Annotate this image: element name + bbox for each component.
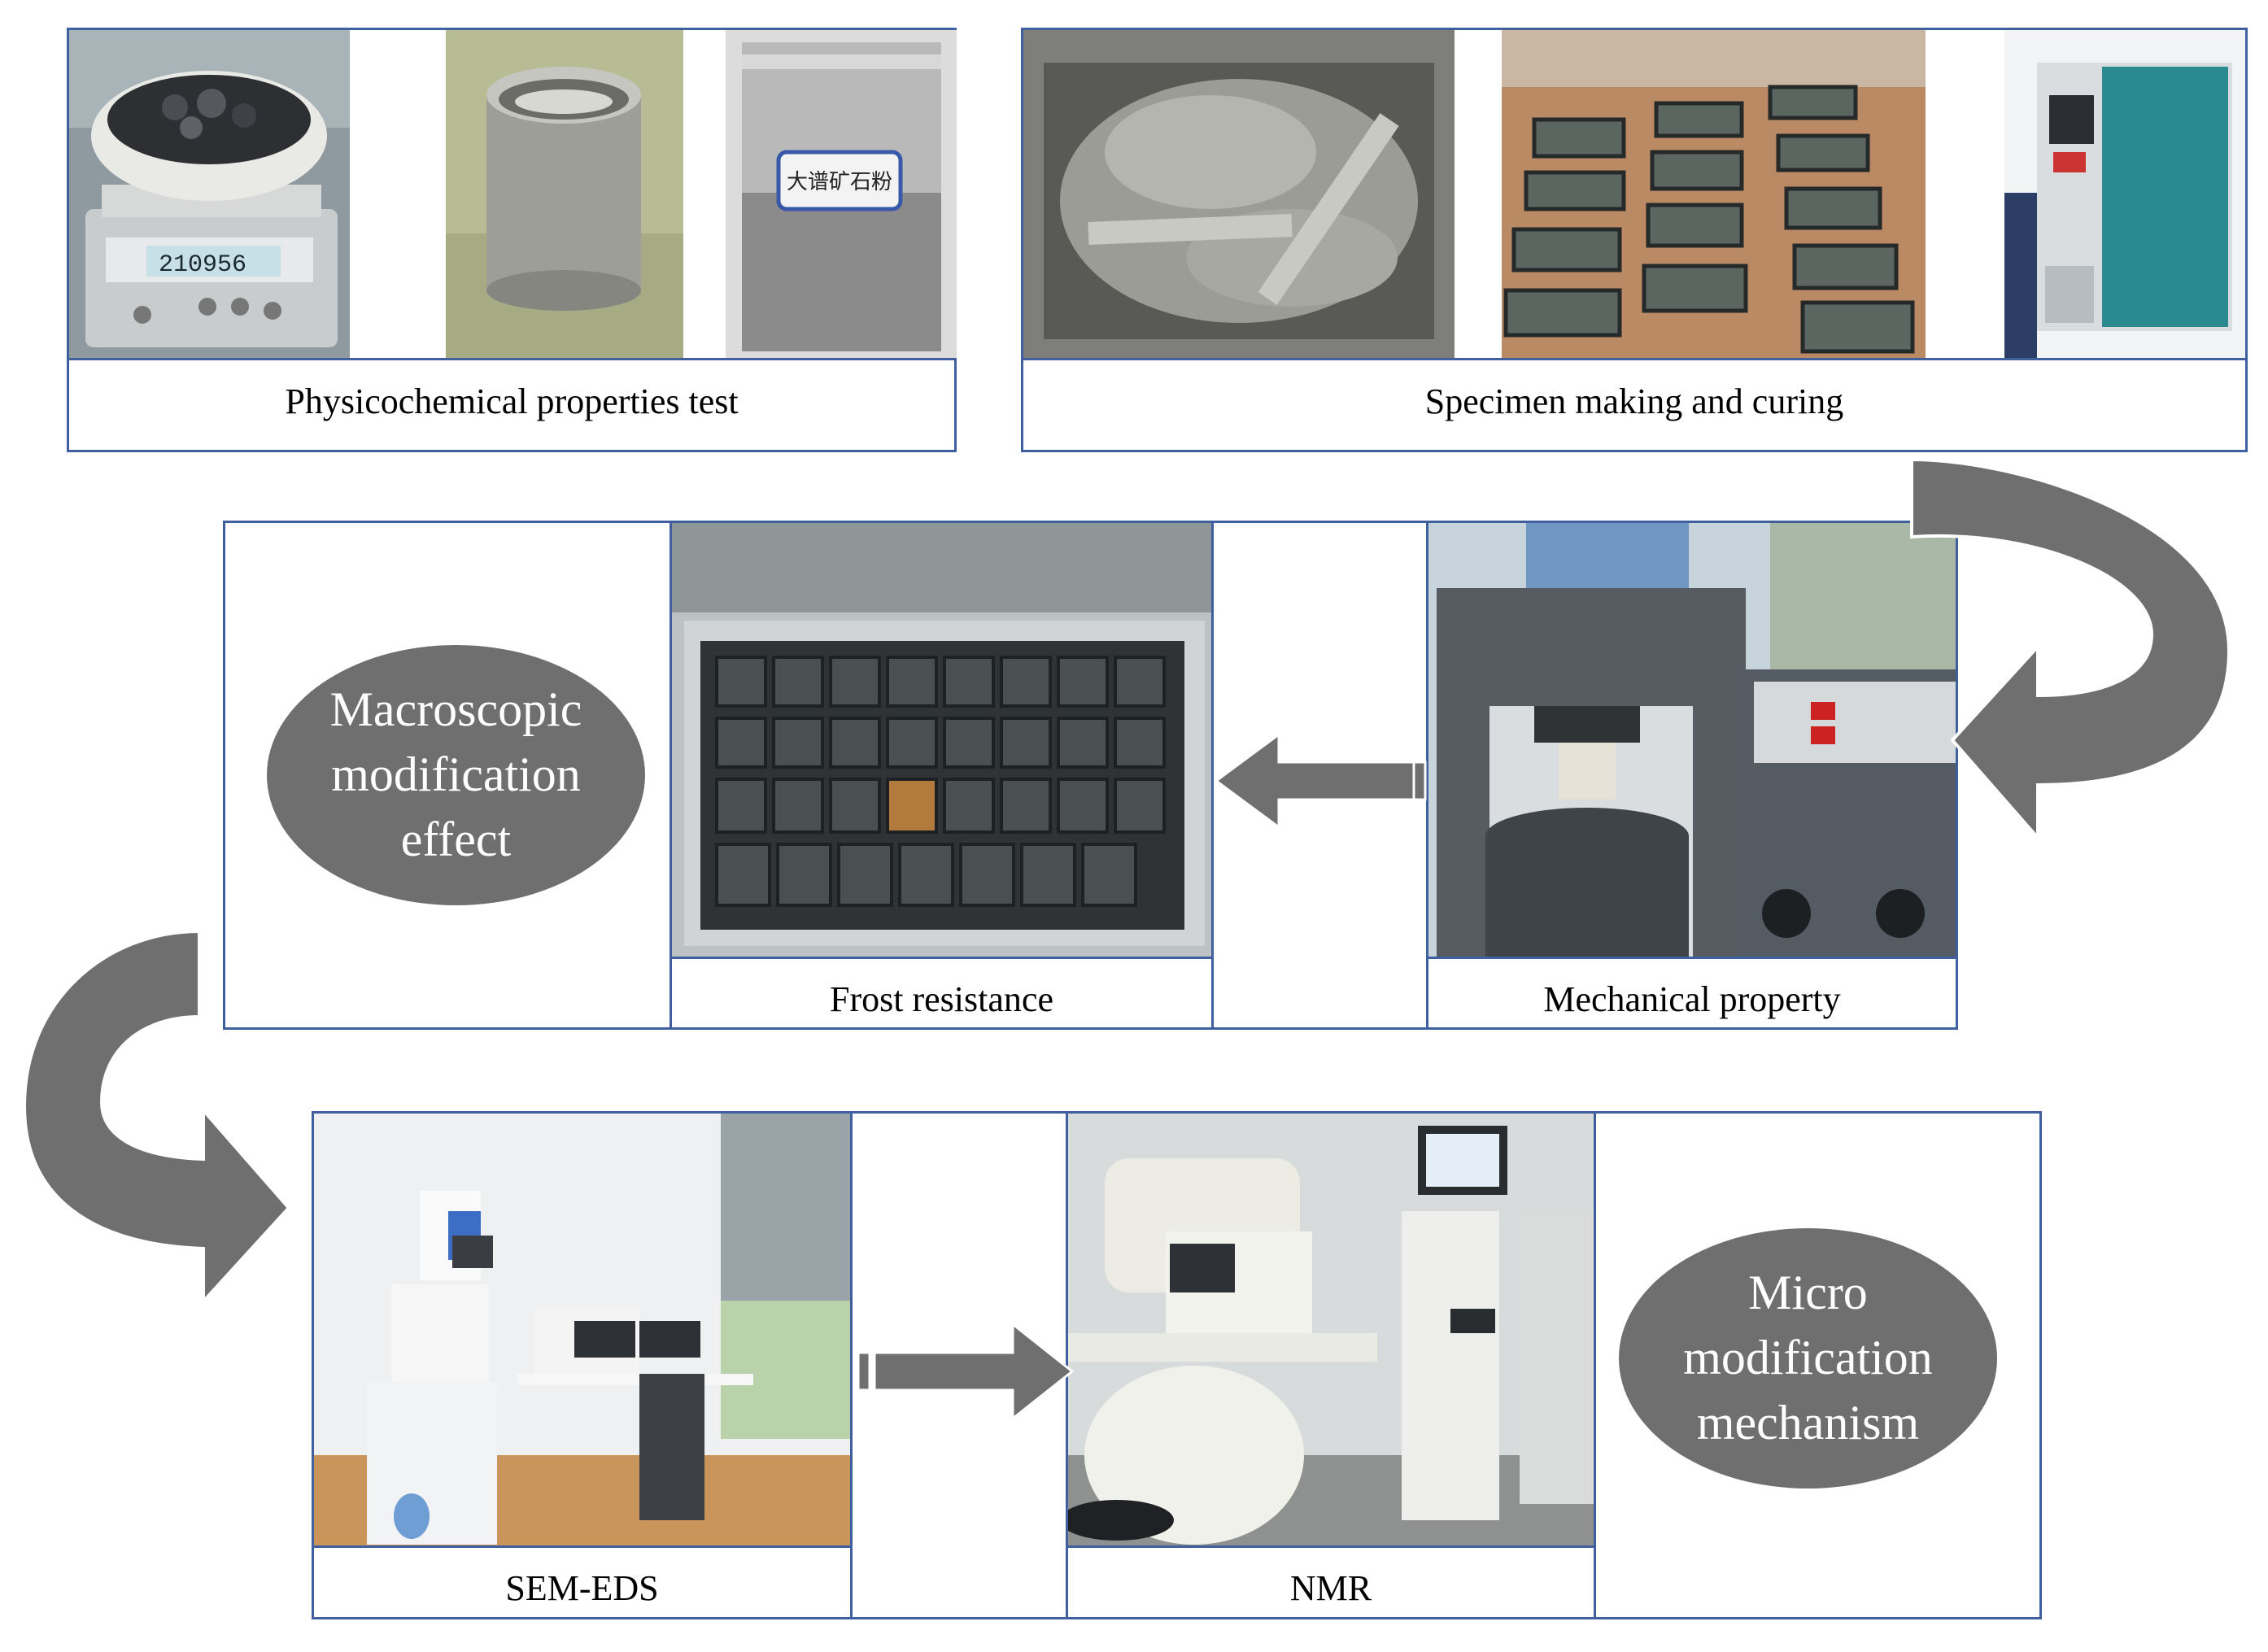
sem-caption-line bbox=[312, 1545, 853, 1548]
bag-label: 大谱矿石粉 bbox=[787, 170, 892, 194]
arrow-mech-to-frost-tail bbox=[1412, 761, 1427, 801]
arrow-sem-to-nmr bbox=[873, 1321, 1075, 1422]
sem-lab-photo bbox=[314, 1114, 850, 1545]
row2-divider-b bbox=[1211, 521, 1214, 1030]
nmr-photo bbox=[1068, 1114, 1594, 1545]
specimen-caption: Specimen making and curing bbox=[1424, 381, 1844, 421]
sem-caption: SEM-EDS bbox=[505, 1568, 659, 1608]
curved-arrow-right bbox=[1910, 457, 2231, 843]
powder-bag-photo: 大谱矿石粉 bbox=[726, 30, 957, 358]
micro-line-3: mechanism bbox=[1696, 1395, 1920, 1449]
specimens-photo bbox=[1502, 30, 1926, 358]
curved-arrow-left bbox=[22, 929, 291, 1306]
macroscopic-ellipse: Macroscopic modification effect bbox=[267, 645, 645, 905]
row3-divider-a bbox=[850, 1111, 853, 1619]
frost-caption-line bbox=[669, 957, 1214, 959]
frost-box-photo bbox=[672, 523, 1211, 957]
row3-divider-b bbox=[1066, 1111, 1068, 1619]
container-photo bbox=[446, 30, 683, 358]
nmr-caption-line bbox=[1066, 1545, 1596, 1548]
frost-caption: Frost resistance bbox=[830, 979, 1053, 1019]
compression-machine-photo bbox=[1428, 523, 1956, 957]
row2-divider-a bbox=[669, 521, 672, 1030]
physicochemical-caption: Physicochemical properties test bbox=[285, 381, 739, 421]
physicochemical-divider bbox=[67, 358, 957, 360]
specimen-divider bbox=[1021, 358, 2248, 360]
arrow-sem-to-nmr-tail bbox=[857, 1351, 871, 1392]
nmr-caption: NMR bbox=[1289, 1568, 1372, 1608]
micro-line-1: Micro bbox=[1748, 1266, 1868, 1320]
curing-chamber-photo bbox=[2004, 30, 2245, 358]
mech-caption: Mechanical property bbox=[1543, 979, 1841, 1019]
macroscopic-line-2: modification bbox=[331, 748, 581, 802]
macroscopic-line-3: effect bbox=[400, 812, 512, 866]
micro-ellipse: Micro modification mechanism bbox=[1619, 1228, 1997, 1489]
arrow-mech-to-frost bbox=[1214, 732, 1415, 830]
micro-line-2: modification bbox=[1683, 1331, 1933, 1385]
balance-readout: 210956 bbox=[159, 251, 246, 279]
mech-caption-line bbox=[1426, 957, 1958, 959]
balance-photo: 210956 bbox=[69, 30, 350, 358]
mixer-photo bbox=[1023, 30, 1455, 358]
row2-divider-c bbox=[1426, 521, 1428, 1030]
macroscopic-line-1: Macroscopic bbox=[329, 682, 582, 737]
row3-divider-c bbox=[1594, 1111, 1596, 1619]
